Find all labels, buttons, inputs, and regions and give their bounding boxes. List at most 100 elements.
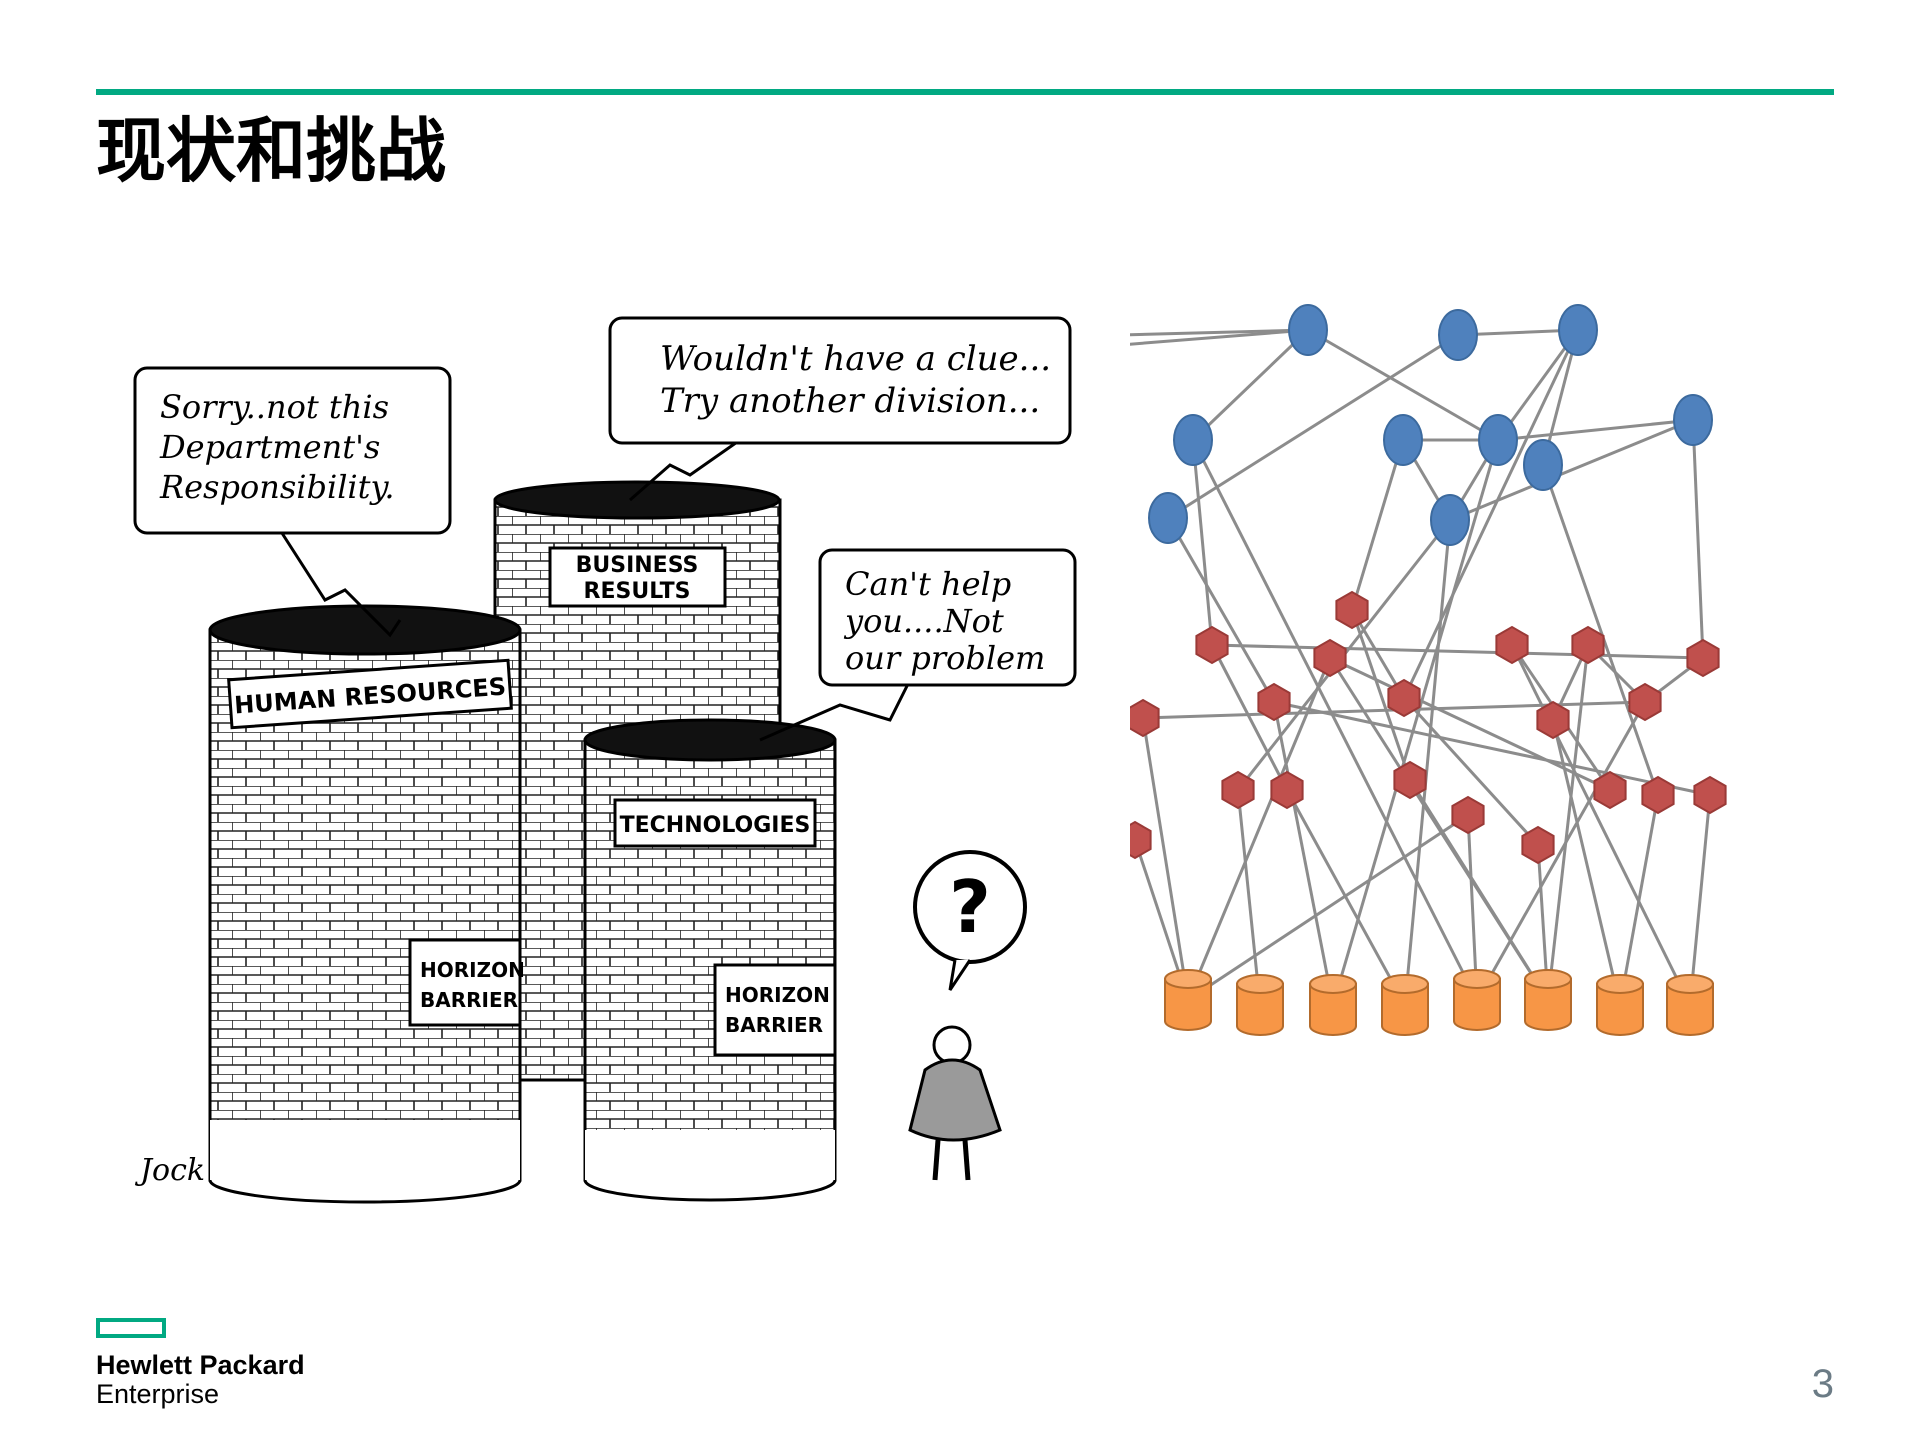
network-edge xyxy=(1191,439,1214,646)
cartoonist-signature: Jock xyxy=(134,1153,205,1188)
network-nodes xyxy=(1130,304,1727,1036)
database-cylinder-icon xyxy=(1381,974,1429,1036)
network-node-red xyxy=(1536,700,1570,740)
database-cylinder-icon xyxy=(1236,974,1284,1036)
database-cylinder-icon xyxy=(1453,969,1501,1031)
network-node-red xyxy=(1628,682,1662,722)
bubble-2-line2: Try another division... xyxy=(660,381,1040,421)
network-node-red xyxy=(1693,775,1727,815)
network-node-red xyxy=(1593,770,1627,810)
page-title: 现状和挑战 xyxy=(96,110,446,192)
network-node-red xyxy=(1521,825,1555,865)
network-node-blue xyxy=(1383,414,1423,466)
network-node-blue xyxy=(1148,492,1188,544)
question-mark: ? xyxy=(949,865,991,949)
network-edge xyxy=(1402,696,1540,847)
silo-technologies: TECHNOLOGIES HORIZON BARRIER xyxy=(583,718,837,1202)
network-edge xyxy=(1191,439,1479,1001)
network-edge xyxy=(1272,701,1335,1006)
network-node-red xyxy=(1195,625,1229,665)
network-edge xyxy=(1130,328,1309,346)
network-edge xyxy=(1211,643,1704,660)
network-edge xyxy=(1497,418,1694,442)
sign-technologies: TECHNOLOGIES xyxy=(620,813,811,838)
network-node-red xyxy=(1313,638,1347,678)
network-edge xyxy=(1449,418,1694,522)
network-edge xyxy=(1350,609,1412,781)
network-edge xyxy=(1273,700,1711,797)
network-edge xyxy=(1186,657,1332,1001)
network-node-blue xyxy=(1558,304,1598,356)
network-edge xyxy=(1403,519,1452,1006)
network-node-red xyxy=(1130,698,1160,738)
network-edge xyxy=(1510,644,1692,1006)
network-edge xyxy=(1285,789,1407,1006)
speech-bubble-business-results: Wouldn't have a clue... Try another divi… xyxy=(608,316,1072,502)
confused-person-figure xyxy=(908,1025,1002,1181)
network-node-blue xyxy=(1438,309,1478,361)
network-edge xyxy=(1166,517,1276,703)
network-edge xyxy=(1191,328,1310,442)
logo-line-2: Enterprise xyxy=(96,1379,220,1409)
network-edge xyxy=(1408,779,1550,1001)
network-edge xyxy=(1130,328,1309,337)
title-accent-rule xyxy=(96,89,1834,95)
network-node-blue xyxy=(1523,439,1563,491)
network-edge xyxy=(1402,329,1580,699)
database-cylinder-icon xyxy=(1666,974,1714,1036)
network-node-red xyxy=(1130,820,1152,860)
network-edge xyxy=(1236,789,1262,1006)
network-edge xyxy=(1541,464,1660,796)
network-node-red xyxy=(1571,625,1605,665)
network-node-blue xyxy=(1288,304,1328,356)
network-edge xyxy=(1691,419,1705,659)
database-cylinder-icon xyxy=(1309,974,1357,1036)
question-bubble: ? xyxy=(913,850,1027,991)
silo-human-resources: HUMAN RESOURCES HORIZON BARRIER xyxy=(208,604,525,1204)
network-edge xyxy=(1331,439,1500,1006)
disconnected-systems-network xyxy=(1130,304,1727,1036)
network-node-red xyxy=(1270,770,1304,810)
bubble-1-line2: Department's xyxy=(159,428,380,466)
network-node-red xyxy=(1221,770,1255,810)
database-cylinder-icon xyxy=(1596,974,1644,1036)
network-node-red xyxy=(1335,590,1369,630)
network-node-blue xyxy=(1673,394,1713,446)
bubble-1-line3: Responsibility. xyxy=(159,468,395,506)
network-edge xyxy=(1307,328,1499,442)
network-edge xyxy=(1187,813,1469,1002)
network-edge xyxy=(1210,644,1289,791)
network-node-red xyxy=(1495,625,1529,665)
hpe-logo-element-icon xyxy=(96,1318,166,1338)
network-edge xyxy=(1546,644,1590,1001)
network-edge xyxy=(1457,328,1579,337)
network-edge xyxy=(1141,717,1190,1001)
bubble-1-line1: Sorry..not this xyxy=(160,388,389,426)
bubble-3-line3: our problem xyxy=(845,639,1045,677)
network-edge xyxy=(1475,701,1647,1001)
network-edge xyxy=(1688,794,1712,1006)
logo-line-1: Hewlett Packard xyxy=(96,1350,305,1380)
network-edge xyxy=(1551,719,1622,1006)
sign-business-results-line2: RESULTS xyxy=(584,579,691,604)
network-node-red xyxy=(1387,678,1421,718)
network-edge xyxy=(1618,794,1660,1006)
database-cylinder-icon xyxy=(1524,969,1572,1031)
network-node-red xyxy=(1393,760,1427,800)
sign-business-results-line1: BUSINESS xyxy=(576,553,699,578)
network-node-blue xyxy=(1430,494,1470,546)
bubble-3-line1: Can't help xyxy=(845,565,1011,603)
network-node-blue xyxy=(1173,414,1213,466)
network-edge xyxy=(1350,439,1405,611)
database-cylinder-icon xyxy=(1164,969,1212,1031)
network-edge xyxy=(1350,609,1406,699)
sign-barrier-left-line2: BARRIER xyxy=(420,988,518,1012)
network-node-red xyxy=(1686,638,1720,678)
bubble-2-line1: Wouldn't have a clue... xyxy=(660,339,1051,379)
silo-cartoon-illustration: BUSINESS RESULTS HUMAN RESOURCES HORIZON… xyxy=(133,316,1077,1204)
network-node-blue xyxy=(1478,414,1518,466)
sign-barrier-right-line1: HORIZON xyxy=(725,983,830,1007)
sign-barrier-left-line1: HORIZON xyxy=(420,958,525,982)
speech-bubble-human-resources: Sorry..not this Department's Responsibil… xyxy=(133,366,452,638)
network-node-red xyxy=(1257,682,1291,722)
